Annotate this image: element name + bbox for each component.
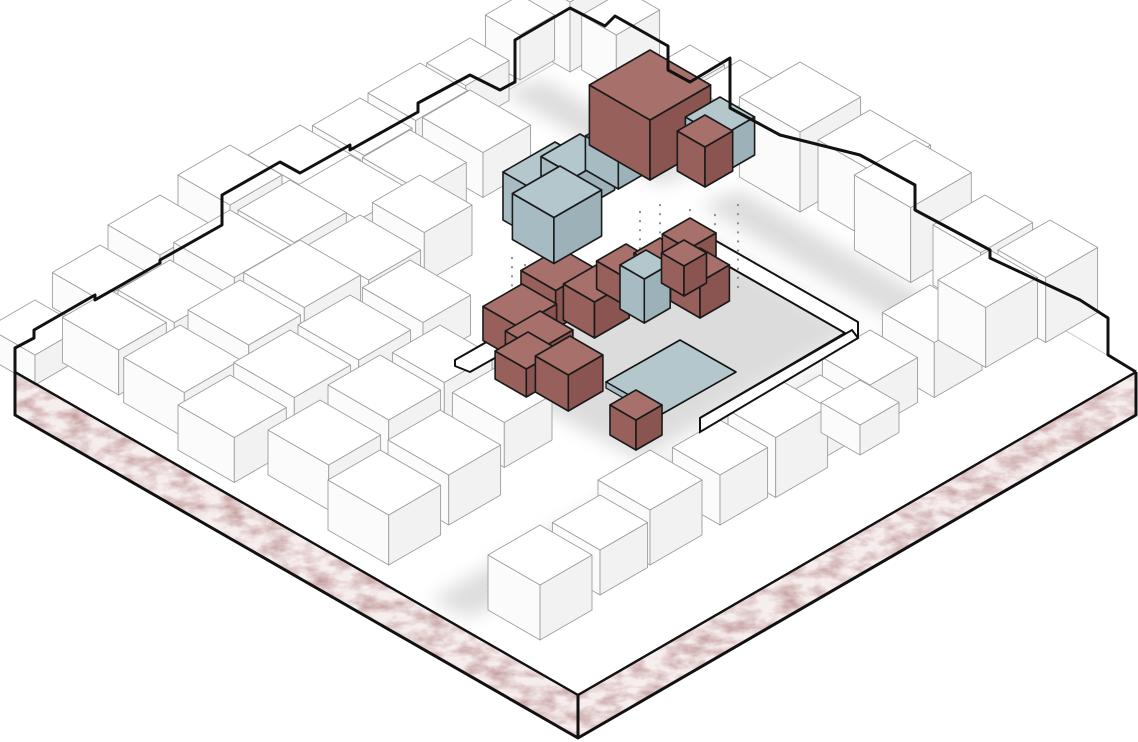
program-red-volume-13 <box>662 240 707 296</box>
roof-red-volume-6 <box>677 115 732 187</box>
